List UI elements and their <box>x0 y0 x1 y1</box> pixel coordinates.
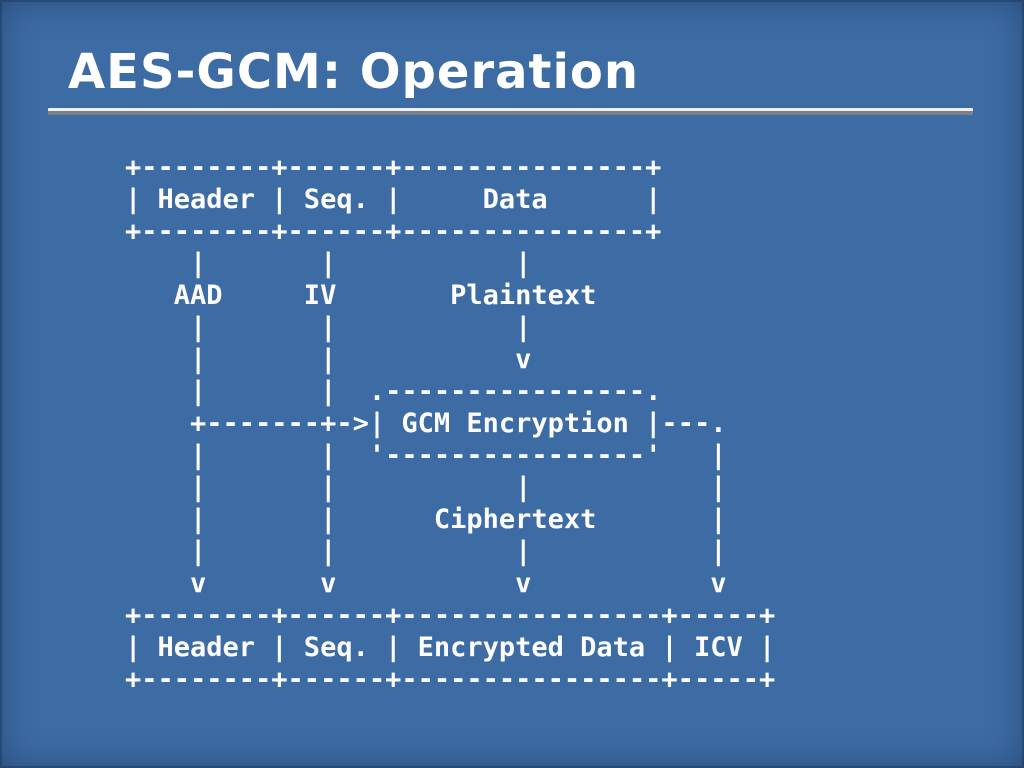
title-underline <box>48 108 973 115</box>
ascii-diagram: +--------+------+---------------+ | Head… <box>125 152 776 695</box>
slide-title: AES-GCM: Operation <box>68 44 640 100</box>
